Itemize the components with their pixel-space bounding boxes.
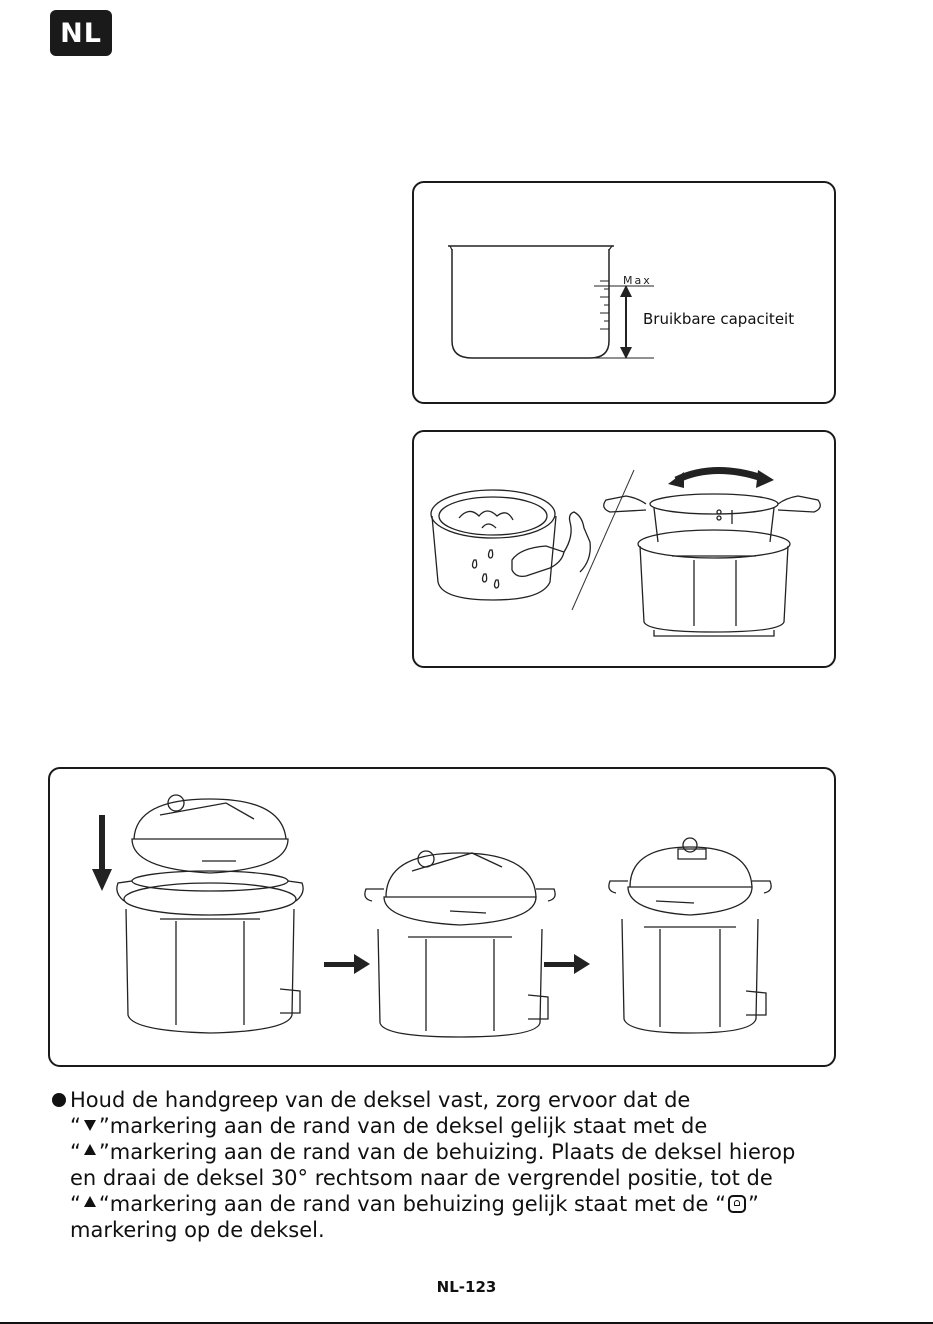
triangle-up-icon xyxy=(83,1196,96,1207)
quote-open: “ xyxy=(70,1192,81,1216)
instruction-line-6: markering op de deksel. xyxy=(52,1217,852,1243)
instruction-line-4: en draai de deksel 30° rechtsom naar de … xyxy=(52,1165,852,1191)
language-badge: NL xyxy=(50,10,112,56)
instruction-text-5: “markering aan de rand van behuizing gel… xyxy=(98,1192,726,1216)
inner-pot-cleaning-panel xyxy=(412,430,836,668)
instruction-line-3: “ ”markering aan de rand van de behuizing… xyxy=(52,1139,852,1165)
lid-locking-panel xyxy=(48,767,836,1067)
washing-pot-drawing xyxy=(430,489,591,601)
arrow-down-icon xyxy=(92,815,112,891)
triangle-up-icon xyxy=(83,1144,96,1155)
arrow-right-icon xyxy=(324,954,370,974)
triangle-down-icon xyxy=(83,1120,96,1131)
capacity-figure-panel: Max Bruikbare capaciteit xyxy=(412,181,836,404)
instruction-text-4: en draai de deksel 30° rechtsom naar de … xyxy=(70,1166,773,1190)
cooker-with-pot-drawing xyxy=(603,493,821,637)
cleaning-and-insert-illustration xyxy=(430,467,821,637)
instruction-text-3: ”markering aan de rand van de behuizing.… xyxy=(98,1140,796,1164)
capacity-label: Bruikbare capaciteit xyxy=(643,310,794,328)
instruction-text-1: Houd de handgreep van de deksel vast, zo… xyxy=(70,1088,691,1112)
instruction-line-1: Houd de handgreep van de deksel vast, zo… xyxy=(52,1087,852,1113)
bullet-icon xyxy=(52,1093,66,1107)
page-number: NL-123 xyxy=(436,1278,497,1296)
lid-locking-illustration xyxy=(92,794,772,1038)
lock-icon xyxy=(727,1195,746,1213)
cooker-lid-placed-drawing xyxy=(364,850,556,1038)
inner-pot-capacity-illustration: Max Bruikbare capaciteit xyxy=(448,245,794,359)
arrow-right-icon xyxy=(544,954,590,974)
quote-close: ” xyxy=(747,1192,759,1216)
instruction-text-2: ”markering aan de rand van de deksel gel… xyxy=(98,1114,708,1138)
quote-open: “ xyxy=(70,1114,81,1138)
instruction-text-6: markering op de deksel. xyxy=(70,1218,325,1242)
cooker-lid-lifted-drawing xyxy=(116,794,304,1034)
instruction-line-2: “ ”markering aan de rand van de deksel ge… xyxy=(52,1113,852,1139)
lid-instructions: Houd de handgreep van de deksel vast, zo… xyxy=(52,1087,852,1243)
max-label: Max xyxy=(623,274,652,287)
cooker-lid-locked-drawing xyxy=(608,837,772,1034)
bottom-rule xyxy=(0,1322,933,1324)
instruction-line-5: “ “markering aan de rand van behuizing ge… xyxy=(52,1191,852,1217)
quote-open: “ xyxy=(70,1140,81,1164)
